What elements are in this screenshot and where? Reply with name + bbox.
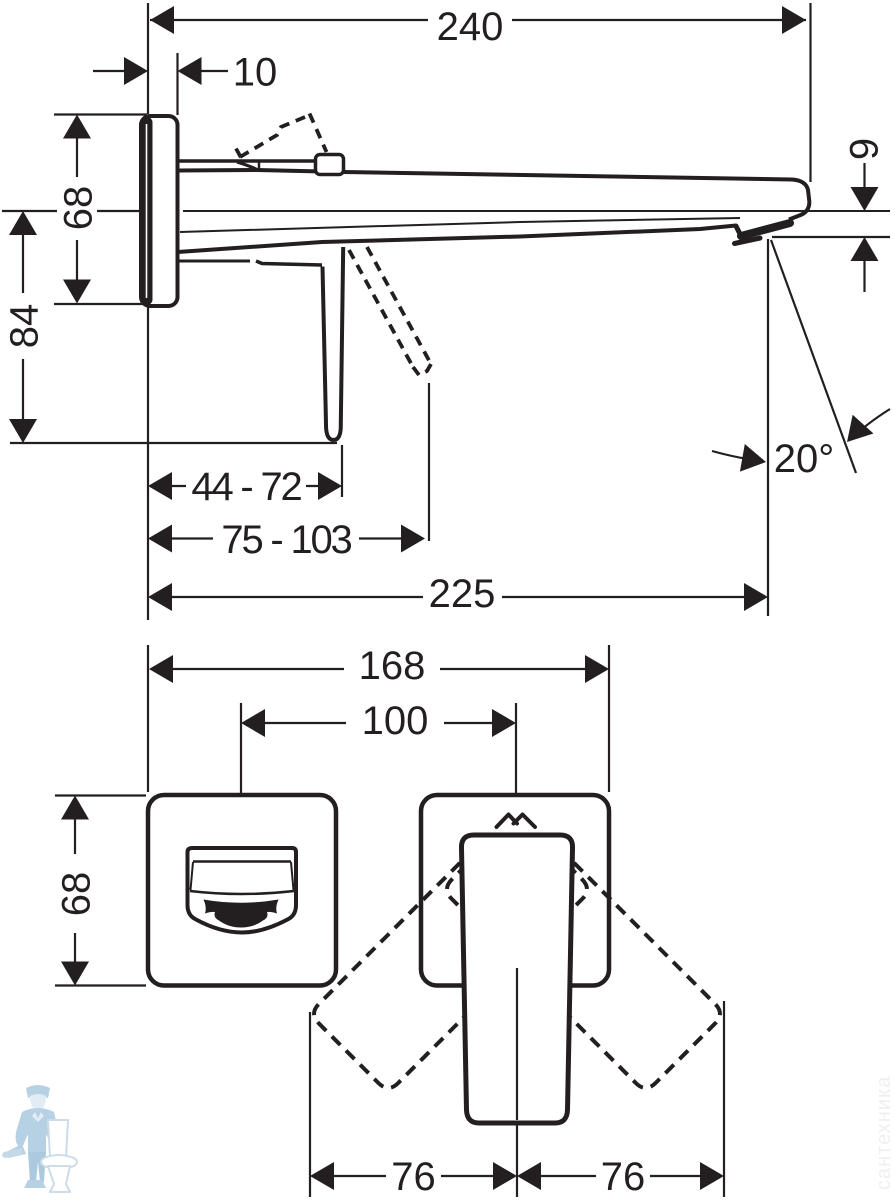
svg-text:76: 76 [601, 1155, 646, 1199]
svg-text:100: 100 [362, 699, 429, 743]
svg-text:240: 240 [437, 5, 504, 49]
svg-text:225: 225 [429, 572, 496, 616]
svg-text:84: 84 [3, 304, 47, 349]
svg-text:168: 168 [359, 644, 426, 688]
svg-text:сантехника: сантехника [873, 1076, 895, 1190]
svg-text:20°: 20° [774, 437, 835, 481]
svg-text:68: 68 [55, 872, 99, 917]
svg-text:9: 9 [843, 138, 887, 160]
svg-text:10: 10 [233, 51, 278, 95]
svg-text:44 - 72: 44 - 72 [191, 465, 301, 509]
svg-text:76: 76 [391, 1155, 436, 1199]
svg-text:68: 68 [57, 186, 101, 231]
svg-text:75 - 103: 75 - 103 [221, 518, 351, 562]
